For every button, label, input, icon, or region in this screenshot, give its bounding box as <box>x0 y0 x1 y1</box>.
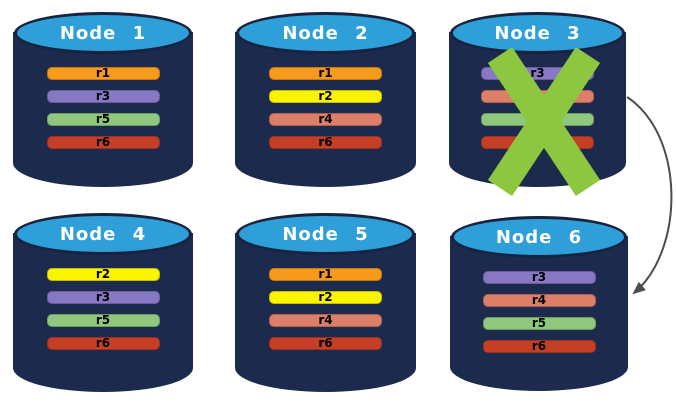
node-5-title: Node 5 <box>282 223 369 245</box>
replica-bar-r1: r1 <box>269 67 382 80</box>
node-6-cylinder-body <box>450 236 628 391</box>
replica-bar-r4: r4 <box>482 294 596 307</box>
replica-bar-r6: r6 <box>482 340 596 353</box>
node-1-replicas: r1 r3 r5 r6 <box>13 67 193 149</box>
node-2: Node 2 r1 r2 r4 r6 <box>235 12 416 187</box>
node-6-replicas: r3 r4 r5 r6 <box>450 271 628 353</box>
failure-x-icon <box>487 46 601 197</box>
node-3-cylinder-top: Node 3 <box>450 12 625 54</box>
replica-bar-r1: r1 <box>269 268 382 281</box>
replica-bar-r5: r5 <box>46 314 160 327</box>
node-4: Node 4 r2 r3 r5 r6 <box>13 213 193 392</box>
replica-bar-r6: r6 <box>46 136 160 149</box>
node-3: Node 3 r3 <box>449 12 626 197</box>
replica-bar-r3: r3 <box>482 271 596 284</box>
node-2-title: Node 2 <box>282 22 369 44</box>
node-4-cylinder-top: Node 4 <box>14 213 192 255</box>
replica-bar-r2: r2 <box>269 291 382 304</box>
node-6-title: Node 6 <box>495 226 583 248</box>
node-5: Node 5 r1 r2 r4 r6 <box>235 213 416 392</box>
replica-bar-r6: r6 <box>269 337 382 350</box>
replica-bar-r2: r2 <box>269 90 382 103</box>
node-3-title: Node 3 <box>494 22 581 44</box>
node-2-cylinder-top: Node 2 <box>236 12 415 54</box>
replica-bar-r6: r6 <box>269 136 382 149</box>
node-2-cylinder-body <box>235 32 416 187</box>
node-5-replicas: r1 r2 r4 r6 <box>235 268 416 350</box>
replica-bar-r5: r5 <box>482 317 596 330</box>
node-1: Node 1 r1 r3 r5 r6 <box>13 12 193 187</box>
replica-bar-r4: r4 <box>269 113 382 126</box>
node-1-cylinder-body <box>13 32 193 187</box>
node-4-title: Node 4 <box>59 223 147 245</box>
replica-bar-r3: r3 <box>46 291 160 304</box>
node-6: Node 6 r3 r4 r5 r6 <box>450 216 628 391</box>
node-4-cylinder-body <box>13 233 193 392</box>
node-1-cylinder-top: Node 1 <box>14 12 192 54</box>
node-5-cylinder-top: Node 5 <box>236 213 415 255</box>
node-4-replicas: r2 r3 r5 r6 <box>13 268 193 350</box>
replica-bar-r3: r3 <box>46 90 160 103</box>
node-6-cylinder-top: Node 6 <box>451 216 627 258</box>
node-5-cylinder-body <box>235 233 416 392</box>
node-1-title: Node 1 <box>59 22 147 44</box>
replica-bar-r6: r6 <box>46 337 160 350</box>
replica-bar-r2: r2 <box>46 268 160 281</box>
replica-bar-r4: r4 <box>269 314 382 327</box>
replica-bar-r5: r5 <box>46 113 160 126</box>
node-2-replicas: r1 r2 r4 r6 <box>235 67 416 149</box>
replica-bar-r1: r1 <box>46 67 160 80</box>
